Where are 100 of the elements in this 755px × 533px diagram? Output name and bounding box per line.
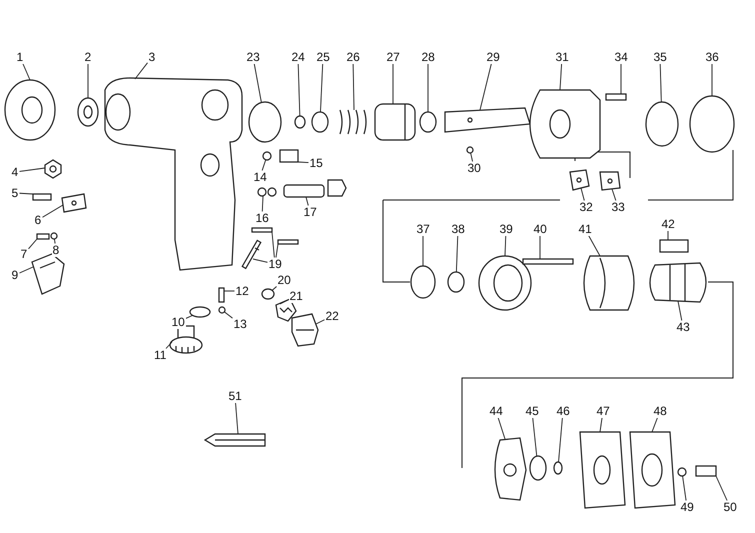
callout-number: 28 [420, 50, 436, 64]
leader-line [252, 258, 268, 263]
callout-number: 19 [268, 258, 283, 270]
callout-number: 50 [722, 500, 738, 514]
callout-number: 30 [466, 162, 482, 174]
ball-drawing [466, 146, 474, 154]
o-ring-drawing [257, 187, 277, 197]
spring-drawing [218, 287, 225, 303]
callout-number: 21 [288, 290, 304, 302]
shaft-drawing [444, 107, 531, 133]
cover-drawing [629, 431, 676, 509]
leader-line [422, 235, 424, 266]
leader-line [392, 63, 394, 104]
callout-number: 15 [308, 156, 324, 170]
callout-number: 16 [254, 212, 270, 224]
callout-number: 39 [498, 222, 514, 236]
bushing-drawing [248, 101, 282, 143]
callout-number: 37 [416, 222, 431, 236]
pin-drawing [277, 239, 299, 245]
ring-drawing [553, 461, 563, 475]
callout-number: 48 [652, 404, 668, 418]
leader-line [224, 311, 233, 319]
clutch-drawing [529, 89, 601, 159]
leader-line [660, 63, 662, 102]
bit-drawing [204, 433, 266, 447]
leader-line [352, 63, 354, 110]
cylinder-drawing [374, 103, 416, 141]
leader-line [298, 162, 309, 164]
callout-number: 47 [596, 404, 611, 418]
callout-number: 32 [578, 200, 594, 214]
pin-drawing [522, 258, 574, 265]
valve-drawing [283, 179, 347, 198]
callout-number: 5 [10, 186, 20, 200]
callout-number: 43 [676, 320, 691, 334]
callout-number: 2 [84, 50, 92, 64]
leader-line [19, 192, 34, 194]
leader-line [588, 235, 600, 256]
spring-drawing [339, 109, 367, 135]
leader-line [254, 63, 262, 103]
callout-number: 25 [316, 50, 331, 64]
callout-number: 42 [660, 218, 676, 230]
leader-line [42, 204, 64, 218]
callout-number: 49 [680, 500, 695, 514]
bearing-drawing [529, 455, 547, 481]
leader-line [456, 235, 458, 272]
plate-drawing [478, 255, 532, 311]
leader-line [560, 63, 562, 90]
valve-drawing [261, 288, 275, 300]
callout-number: 27 [386, 50, 401, 64]
callout-number: 51 [228, 390, 243, 402]
leader-line [612, 188, 616, 201]
callout-number: 7 [20, 248, 28, 260]
cylinder-drawing [583, 255, 635, 311]
leader-line [134, 62, 148, 80]
leader-line [19, 266, 34, 274]
plate-drawing [494, 437, 527, 501]
leader-line [262, 159, 266, 171]
cam-drawing [569, 169, 590, 191]
leader-line [28, 238, 38, 250]
callout-number: 36 [704, 50, 720, 64]
leader-line [470, 152, 473, 162]
callout-number: 31 [554, 50, 570, 64]
valve-drawing [291, 313, 319, 347]
nut-drawing [44, 159, 62, 179]
callout-number: 3 [148, 50, 156, 64]
cam-drawing [599, 171, 621, 191]
callout-number: 9 [10, 268, 20, 282]
callout-number: 14 [252, 170, 268, 184]
screw-drawing [279, 149, 299, 163]
callout-number: 46 [556, 404, 571, 418]
leader-line [54, 238, 56, 244]
callout-number: 12 [234, 284, 250, 298]
ring-drawing [77, 97, 99, 127]
ball-drawing [218, 306, 226, 314]
callout-number: 22 [324, 310, 340, 322]
callout-number: 11 [153, 348, 168, 362]
housing-drawing [104, 77, 243, 271]
lever-drawing [31, 253, 65, 295]
leader-line [678, 300, 682, 321]
leader-line [298, 63, 300, 116]
leader-line [166, 342, 172, 349]
leader-line [280, 299, 289, 304]
ring-drawing [50, 232, 58, 240]
callout-number: 10 [170, 316, 186, 328]
callout-number: 4 [10, 166, 20, 178]
leader-line [716, 476, 728, 501]
callout-number: 41 [578, 222, 593, 236]
pin-drawing [251, 227, 273, 233]
screw-drawing [695, 465, 717, 477]
leader-line [532, 417, 538, 457]
leader-line [224, 290, 235, 292]
o-ring-drawing [189, 306, 211, 318]
leader-line [620, 63, 622, 94]
leader-line [272, 286, 278, 291]
callout-number: 13 [232, 318, 248, 330]
leader-line [272, 232, 275, 258]
leader-line [504, 235, 506, 256]
washer-drawing [677, 467, 687, 477]
screw-drawing [32, 193, 52, 201]
leader-line [22, 63, 30, 80]
